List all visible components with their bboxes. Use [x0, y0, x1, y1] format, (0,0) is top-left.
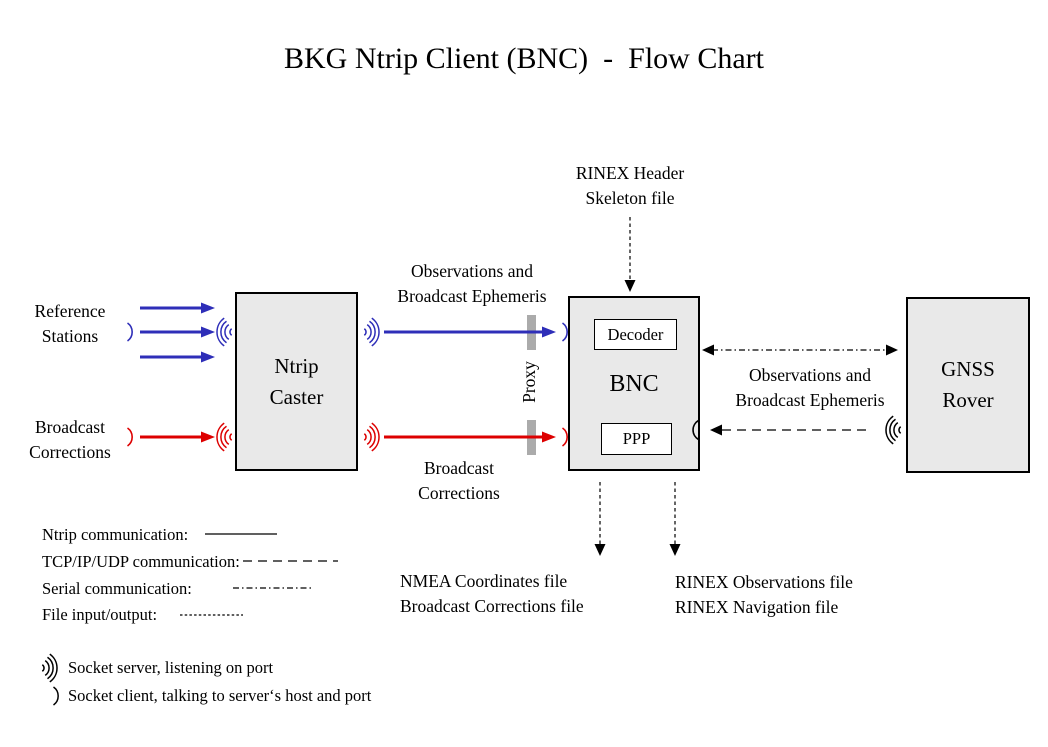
- bnc-label: BNC: [609, 371, 659, 397]
- socket-client-icon: [53, 686, 59, 706]
- socket-server-icon: [216, 317, 233, 347]
- ppp-box: PPP: [601, 423, 672, 455]
- caster-bnc-corrections-arrow: [384, 431, 556, 443]
- nmea-output-arrow: [594, 482, 606, 556]
- decoder-label: Decoder: [607, 324, 664, 344]
- legend-file-input-output: File input/output:: [42, 605, 158, 624]
- broadcast-corrections-input-label: Broadcast Corrections: [29, 417, 111, 462]
- observations-ephemeris-caster-bnc-label: Observations and Broadcast Ephemeris: [397, 261, 547, 306]
- nmea-outputs-label: NMEA Coordinates file Broadcast Correcti…: [400, 571, 584, 616]
- broadcast-corrections-caster-bnc-label: Broadcast Corrections: [418, 458, 500, 503]
- socket-client-icon: [561, 427, 568, 447]
- rinex-header-skeleton-label: RINEX Header Skeleton file: [575, 163, 685, 208]
- reference-stations-label: Reference Stations: [34, 301, 106, 346]
- broadcast-corrections-input-arrow: [140, 431, 215, 443]
- ntrip-caster-label: Ntrip Caster: [269, 353, 324, 409]
- observations-ephemeris-bnc-rover-label: Observations and Broadcast Ephemeris: [735, 365, 885, 410]
- gnss-rover-box: GNSS Rover: [906, 297, 1030, 473]
- rinex-header-input-arrow: [624, 217, 636, 292]
- ppp-label: PPP: [622, 429, 651, 448]
- reference-stations-arrow-2: [140, 326, 215, 338]
- gnss-rover-label: GNSS Rover: [941, 357, 995, 412]
- socket-server-icon: [885, 415, 902, 445]
- reference-stations-arrow-3: [140, 351, 215, 363]
- legend-tcp-ip-udp-communication: TCP/IP/UDP communication:: [42, 552, 240, 571]
- decoder-box: Decoder: [594, 319, 677, 350]
- legend-ntrip-communication: Ntrip communication:: [42, 525, 189, 544]
- reference-stations-arrow-1: [140, 302, 215, 314]
- bnc-rover-serial-arrow: [702, 344, 898, 356]
- socket-server-icon: [41, 653, 58, 683]
- legend-serial-communication: Serial communication:: [42, 579, 192, 598]
- socket-server-icon: [363, 422, 380, 452]
- legend-socket-server-text: Socket server, listening on port: [68, 658, 274, 677]
- socket-client-icon: [561, 322, 568, 342]
- socket-server-icon: [363, 317, 380, 347]
- proxy-bar-bottom: [527, 420, 536, 455]
- page-title: BKG Ntrip Client (BNC) - Flow Chart: [284, 42, 764, 75]
- proxy-label: Proxy: [519, 361, 539, 403]
- bnc-box: Decoder BNC PPP: [568, 296, 700, 471]
- caster-bnc-observations-arrow: [384, 326, 556, 338]
- rinex-outputs-label: RINEX Observations file RINEX Navigation…: [675, 572, 853, 617]
- rinex-output-arrow: [669, 482, 681, 556]
- rover-bnc-observations-arrow: [710, 424, 872, 436]
- socket-server-icon: [216, 422, 233, 452]
- legend-socket-client-text: Socket client, talking to server‘s host …: [68, 686, 372, 705]
- ntrip-caster-box: Ntrip Caster: [235, 292, 358, 471]
